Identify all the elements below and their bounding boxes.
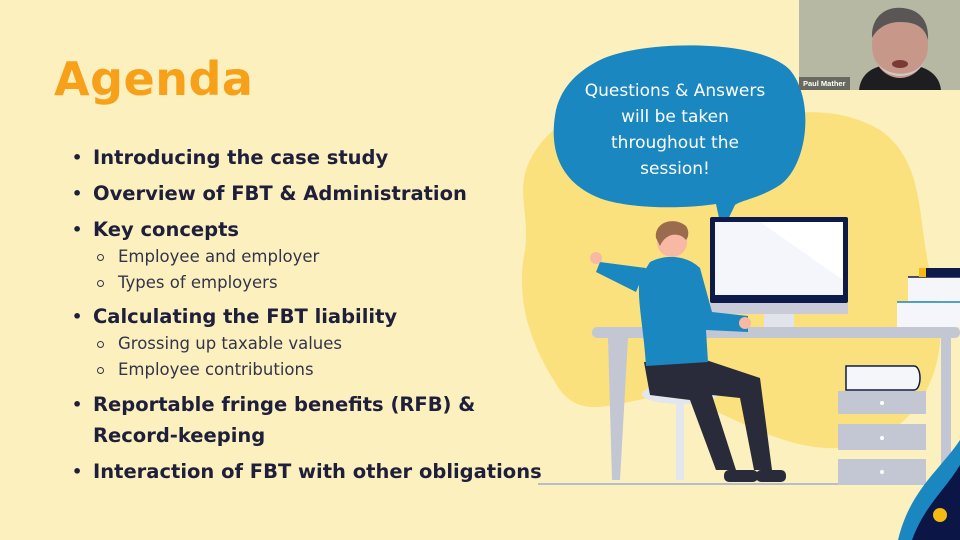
logo-dot-icon <box>933 508 947 522</box>
bullet-icon: • <box>72 395 83 414</box>
agenda-subitem: Employee and employer <box>93 244 542 270</box>
participant-name-label: Paul Mather <box>799 77 850 90</box>
hollow-bullet-icon <box>97 280 104 287</box>
sub-list: Employee and employer Types of employers <box>93 244 542 296</box>
bullet-icon: • <box>72 184 83 203</box>
agenda-item: • Interaction of FBT with other obligati… <box>72 454 542 490</box>
bullet-icon: • <box>72 220 83 239</box>
hollow-bullet-icon <box>97 341 104 348</box>
agenda-item: • Overview of FBT & Administration <box>72 176 542 212</box>
agenda-subitem: Grossing up taxable values <box>93 331 542 357</box>
agenda-item: • Introducing the case study <box>72 140 542 176</box>
agenda-item: • Calculating the FBT liability Grossing… <box>72 299 542 383</box>
person-torso <box>638 256 748 366</box>
participant-video-icon <box>799 0 960 90</box>
bullet-icon: • <box>72 148 83 167</box>
webcam-video-tile[interactable]: Paul Mather <box>799 0 960 90</box>
bullet-icon: • <box>72 307 83 326</box>
agenda-subitem: Employee contributions <box>93 357 542 383</box>
agenda-list: • Introducing the case study • Overview … <box>72 140 542 490</box>
speech-bubble-text: Questions & Answers will be taken throug… <box>584 81 766 179</box>
slide-title: Agenda <box>54 52 254 106</box>
hollow-bullet-icon <box>97 254 104 261</box>
agenda-subitem: Types of employers <box>93 270 542 296</box>
bullet-icon: • <box>72 462 83 481</box>
person-legs <box>644 358 772 470</box>
sub-list: Grossing up taxable values Employee cont… <box>93 331 542 383</box>
agenda-item: • Reportable fringe benefits (RFB) & Rec… <box>72 386 542 454</box>
speech-bubble <box>553 45 806 232</box>
hollow-bullet-icon <box>97 367 104 374</box>
agenda-item: • Key concepts Employee and employer Typ… <box>72 212 542 296</box>
